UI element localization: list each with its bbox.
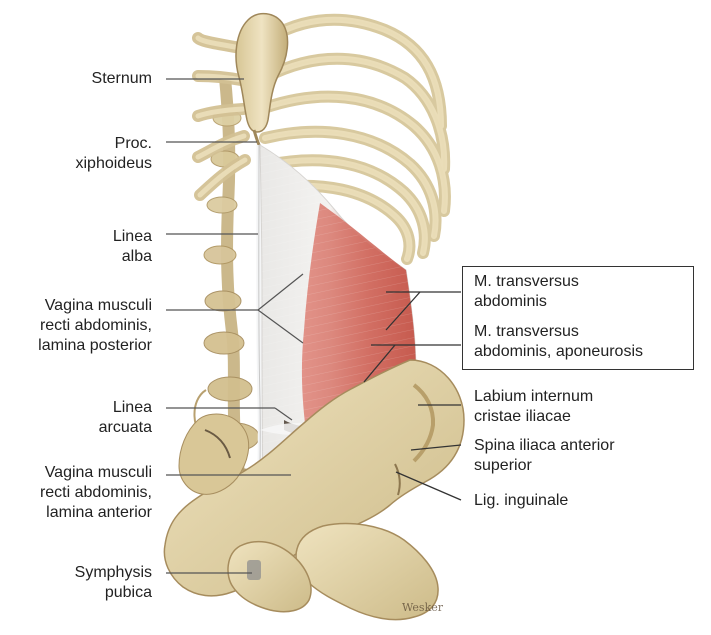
leader-lig-inguinale — [395, 471, 462, 501]
label-linea-arcuata: Linea arcuata — [98, 399, 152, 436]
pelvis — [163, 359, 465, 621]
label-proc-xiphoideus: Proc. xiphoideus — [75, 135, 153, 172]
leader-linea-arcuata-angle — [274, 407, 293, 421]
label-symphysis-pubica: Symphysis pubica — [74, 564, 152, 601]
label-spina-iliaca: Spina iliaca anterior superior — [474, 437, 615, 474]
leader-vagina-posterior-down — [257, 309, 304, 344]
label-lig-inguinale: Lig. inguinale — [474, 492, 569, 509]
label-vagina-anterior: Vagina musculi recti abdominis, lamina a… — [39, 464, 152, 521]
label-labium-internum: Labium internum cristae iliacae — [474, 388, 594, 425]
rib-cage — [192, 13, 451, 265]
leader-transversus-branch — [385, 291, 421, 331]
leader-vagina-posterior-up — [257, 273, 304, 311]
transversus-label-box — [462, 266, 694, 370]
label-linea-alba: Linea alba — [112, 228, 152, 265]
label-sternum: Sternum — [91, 70, 152, 87]
label-transversus: M. transversus abdominis — [474, 273, 579, 310]
leader-spina-iliaca — [410, 444, 462, 451]
signature: Wesker — [402, 601, 444, 614]
leader-aponeurosis-branch — [363, 344, 396, 383]
label-transversus-aponeurosis: M. transversus abdominis, aponeurosis — [474, 323, 643, 360]
label-vagina-posterior: Vagina musculi recti abdominis, lamina p… — [38, 297, 152, 354]
